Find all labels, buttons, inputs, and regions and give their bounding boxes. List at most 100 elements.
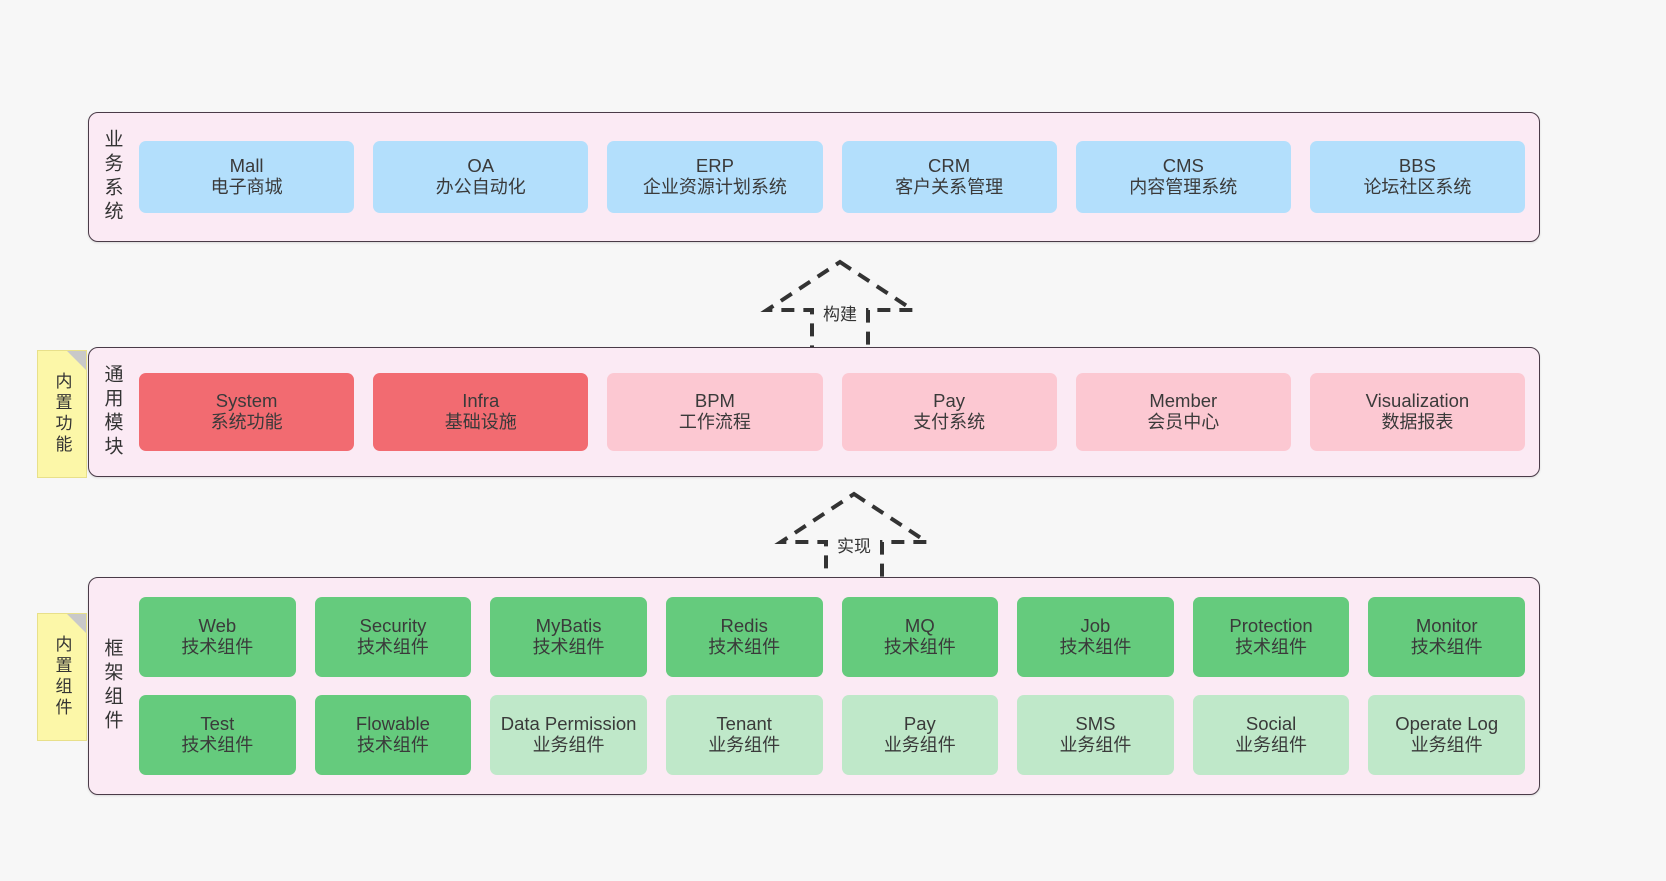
module-box-system[interactable]: System 系统功能 bbox=[139, 373, 355, 451]
layer-body-framework-component: Web 技术组件 Security 技术组件 MyBatis 技术组件 Redi… bbox=[135, 597, 1539, 775]
module-box-job[interactable]: Job 技术组件 bbox=[1017, 597, 1174, 677]
module-box-redis[interactable]: Redis 技术组件 bbox=[665, 597, 823, 677]
module-cn-label: 业务组件 bbox=[1059, 735, 1132, 756]
module-cn-label: 技术组件 bbox=[883, 637, 956, 658]
module-en-label: Job bbox=[1080, 614, 1111, 636]
module-en-label: Web bbox=[198, 614, 237, 636]
module-cn-label: 技术组件 bbox=[181, 637, 254, 658]
layer-body-common-module: System 系统功能 Infra 基础设施 BPM 工作流程 Pay 支付系统… bbox=[135, 373, 1539, 451]
module-box-bbs[interactable]: BBS 论坛社区系统 bbox=[1309, 141, 1526, 213]
module-en-label: Infra bbox=[462, 389, 500, 411]
layer-title-business-system: 业务系统 bbox=[101, 129, 123, 225]
module-cn-label: 客户关系管理 bbox=[895, 177, 1004, 198]
module-box-protection[interactable]: Protection 技术组件 bbox=[1192, 597, 1350, 677]
module-en-label: ERP bbox=[695, 154, 734, 176]
module-box-mq[interactable]: MQ 技术组件 bbox=[841, 597, 999, 677]
module-en-label: CMS bbox=[1162, 154, 1204, 176]
module-en-label: BPM bbox=[694, 389, 735, 411]
module-en-label: Operate Log bbox=[1395, 712, 1499, 734]
module-box-sms[interactable]: SMS 业务组件 bbox=[1017, 695, 1174, 775]
module-cn-label: 业务组件 bbox=[1410, 735, 1483, 756]
module-box-test[interactable]: Test 技术组件 bbox=[139, 695, 296, 775]
module-box-tenant[interactable]: Tenant 业务组件 bbox=[665, 695, 823, 775]
module-en-label: Mall bbox=[229, 154, 264, 176]
module-cn-label: 技术组件 bbox=[356, 637, 429, 658]
module-cn-label: 业务组件 bbox=[708, 735, 781, 756]
module-box-web[interactable]: Web 技术组件 bbox=[139, 597, 296, 677]
module-cn-label: 业务组件 bbox=[532, 735, 605, 756]
module-cn-label: 电子商城 bbox=[210, 177, 283, 198]
layer-row: Mall 电子商城 OA 办公自动化 ERP 企业资源计划系统 CRM 客户关系… bbox=[139, 141, 1526, 213]
layer-business-system: 业务系统 Mall 电子商城 OA 办公自动化 ERP 企业资源计划系统 CRM… bbox=[88, 112, 1540, 242]
module-cn-label: 技术组件 bbox=[532, 637, 605, 658]
layer-row: Web 技术组件 Security 技术组件 MyBatis 技术组件 Redi… bbox=[139, 597, 1525, 677]
module-box-operate-log[interactable]: Operate Log 业务组件 bbox=[1368, 695, 1525, 775]
module-en-label: BBS bbox=[1398, 154, 1436, 176]
module-cn-label: 技术组件 bbox=[1235, 637, 1308, 658]
module-box-member[interactable]: Member 会员中心 bbox=[1075, 373, 1291, 451]
module-en-label: SMS bbox=[1075, 712, 1116, 734]
module-cn-label: 技术组件 bbox=[1059, 637, 1132, 658]
module-box-flowable[interactable]: Flowable 技术组件 bbox=[314, 695, 472, 775]
module-cn-label: 企业资源计划系统 bbox=[642, 177, 787, 198]
module-box-security[interactable]: Security 技术组件 bbox=[314, 597, 472, 677]
layer-body-business-system: Mall 电子商城 OA 办公自动化 ERP 企业资源计划系统 CRM 客户关系… bbox=[135, 141, 1539, 213]
module-cn-label: 内容管理系统 bbox=[1129, 177, 1238, 198]
layer-title-framework-component: 框架组件 bbox=[101, 638, 123, 734]
module-en-label: Test bbox=[200, 712, 235, 734]
module-en-label: Monitor bbox=[1415, 614, 1478, 636]
module-box-social[interactable]: Social 业务组件 bbox=[1192, 695, 1350, 775]
module-box-infra[interactable]: Infra 基础设施 bbox=[373, 373, 589, 451]
module-box-mybatis[interactable]: MyBatis 技术组件 bbox=[490, 597, 647, 677]
module-en-label: Flowable bbox=[355, 712, 430, 734]
module-box-monitor[interactable]: Monitor 技术组件 bbox=[1368, 597, 1525, 677]
module-box-oa[interactable]: OA 办公自动化 bbox=[373, 141, 589, 213]
sticky-note-builtin-functions: 内置功能 bbox=[37, 350, 87, 478]
sticky-note-builtin-components: 内置组件 bbox=[37, 613, 87, 741]
module-en-label: Data Permission bbox=[500, 712, 637, 734]
module-box-erp[interactable]: ERP 企业资源计划系统 bbox=[607, 141, 823, 213]
module-cn-label: 技术组件 bbox=[181, 735, 254, 756]
module-cn-label: 技术组件 bbox=[1410, 637, 1483, 658]
module-en-label: Visualization bbox=[1365, 389, 1470, 411]
module-cn-label: 技术组件 bbox=[356, 735, 429, 756]
module-box-mall[interactable]: Mall 电子商城 bbox=[139, 141, 355, 213]
module-en-label: MyBatis bbox=[535, 614, 602, 636]
module-en-label: Pay bbox=[933, 389, 966, 411]
module-box-crm[interactable]: CRM 客户关系管理 bbox=[841, 141, 1057, 213]
module-cn-label: 业务组件 bbox=[1235, 735, 1308, 756]
module-cn-label: 基础设施 bbox=[444, 412, 517, 433]
module-en-label: Pay bbox=[903, 712, 936, 734]
module-en-label: CRM bbox=[928, 154, 971, 176]
module-box-bpm[interactable]: BPM 工作流程 bbox=[607, 373, 823, 451]
module-cn-label: 支付系统 bbox=[913, 412, 986, 433]
module-en-label: System bbox=[215, 389, 278, 411]
layer-title-common-module: 通用模块 bbox=[101, 364, 123, 460]
module-en-label: Protection bbox=[1229, 614, 1313, 636]
layer-row: System 系统功能 Infra 基础设施 BPM 工作流程 Pay 支付系统… bbox=[139, 373, 1526, 451]
module-cn-label: 办公自动化 bbox=[435, 177, 526, 198]
module-en-label: Member bbox=[1149, 389, 1218, 411]
module-en-label: OA bbox=[467, 154, 495, 176]
module-cn-label: 论坛社区系统 bbox=[1363, 177, 1472, 198]
module-cn-label: 技术组件 bbox=[708, 637, 781, 658]
module-cn-label: 工作流程 bbox=[678, 412, 751, 433]
module-en-label: Redis bbox=[720, 614, 768, 636]
module-cn-label: 数据报表 bbox=[1381, 412, 1454, 433]
module-cn-label: 会员中心 bbox=[1147, 412, 1220, 433]
module-cn-label: 业务组件 bbox=[883, 735, 956, 756]
module-box-pay-business[interactable]: Pay 业务组件 bbox=[841, 695, 999, 775]
module-en-label: Security bbox=[359, 614, 427, 636]
layer-row: Test 技术组件 Flowable 技术组件 Data Permission … bbox=[139, 695, 1525, 775]
module-en-label: MQ bbox=[904, 614, 935, 636]
module-box-visualization[interactable]: Visualization 数据报表 bbox=[1309, 373, 1526, 451]
module-box-data-permission[interactable]: Data Permission 业务组件 bbox=[490, 695, 647, 775]
module-en-label: Tenant bbox=[716, 712, 772, 734]
arrow-implement: 实现 bbox=[774, 490, 934, 586]
layer-common-module: 通用模块 System 系统功能 Infra 基础设施 BPM 工作流程 Pay… bbox=[88, 347, 1540, 477]
module-cn-label: 系统功能 bbox=[210, 412, 283, 433]
module-en-label: Social bbox=[1245, 712, 1297, 734]
layer-framework-component: 框架组件 Web 技术组件 Security 技术组件 MyBatis 技术组件… bbox=[88, 577, 1540, 795]
module-box-pay[interactable]: Pay 支付系统 bbox=[841, 373, 1057, 451]
module-box-cms[interactable]: CMS 内容管理系统 bbox=[1075, 141, 1291, 213]
